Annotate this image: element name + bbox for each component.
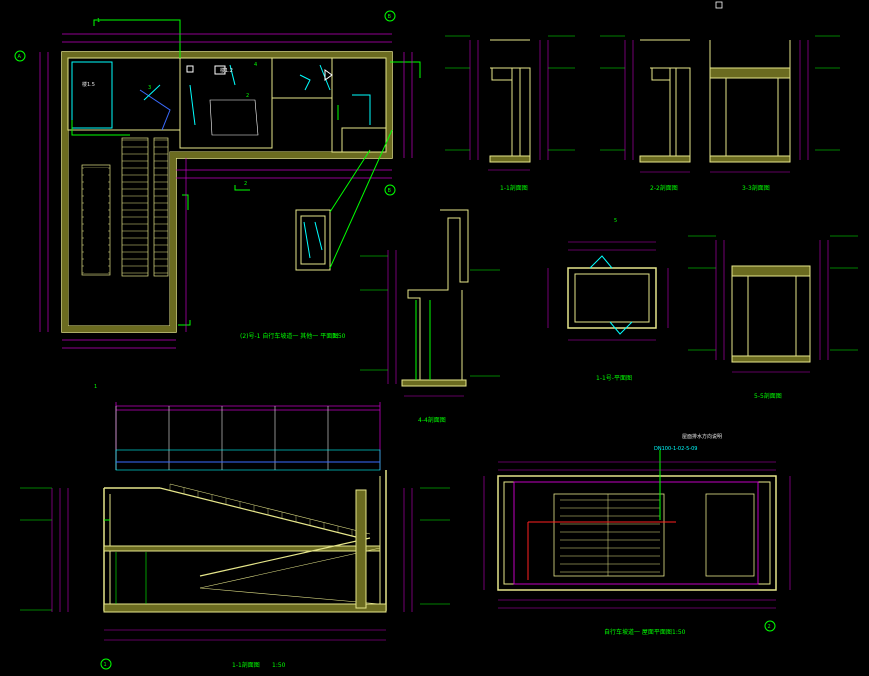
plan-2 bbox=[547, 241, 669, 341]
marker-4: 4 bbox=[254, 62, 257, 68]
bottom-section-elevation bbox=[20, 402, 450, 641]
section-mark-right: 2 bbox=[244, 181, 247, 187]
roof-plan-title: 自行车坡道一 屋面平面图 bbox=[604, 628, 672, 636]
main-floor-plan bbox=[39, 19, 421, 349]
marker-5: 5 bbox=[614, 218, 617, 224]
marker-3: 3 bbox=[148, 85, 151, 91]
room-label-b: 楼1.2 bbox=[220, 67, 233, 74]
section-4-4 bbox=[360, 209, 500, 397]
elevation-scale: 1:50 bbox=[272, 662, 286, 669]
roof-plan bbox=[483, 450, 791, 609]
axis-bubble-left: A bbox=[14, 50, 26, 62]
svg-text:B: B bbox=[388, 188, 392, 194]
plan-title: (2)号-1 自行车坡道一 其他一 平面图 bbox=[240, 332, 338, 340]
axis-bubble-right-bottom: B bbox=[384, 184, 396, 196]
section-4-title: 4-4剖面图 bbox=[418, 416, 446, 424]
axis-bubble-right-top: B bbox=[384, 10, 396, 22]
axis-bubble-bottom-right: 2 bbox=[764, 620, 776, 632]
svg-text:2: 2 bbox=[768, 624, 771, 630]
section-mark-bottom: 1 bbox=[94, 384, 97, 390]
plan-scale: 1:50 bbox=[332, 333, 346, 340]
roof-note-2: DN100-1-02-5-09 bbox=[654, 446, 697, 452]
section-mark-top: 1 bbox=[97, 18, 100, 24]
detail-box bbox=[295, 129, 393, 271]
section-5-5 bbox=[688, 235, 858, 373]
axis-bubble-bottom-left: 1 bbox=[100, 658, 112, 670]
svg-text:A: A bbox=[18, 54, 22, 60]
roof-note: 屋面排水方向说明 bbox=[682, 433, 722, 440]
svg-text:1: 1 bbox=[104, 662, 107, 668]
section-3-3 bbox=[709, 35, 840, 173]
svg-text:B: B bbox=[388, 14, 392, 20]
section-2-2 bbox=[600, 35, 691, 173]
elevation-title: 1-1剖面图 bbox=[232, 661, 260, 669]
viewport-corner-icon bbox=[715, 1, 723, 9]
section-1-title: 1-1剖面图 bbox=[500, 184, 528, 192]
section-3-title: 3-3剖面图 bbox=[742, 184, 770, 192]
roof-plan-scale: 1:50 bbox=[672, 629, 686, 636]
plan-labels: 楼1.5 楼1.2 1 1 2 2 4 3 (2)号-1 自行车坡道一 其他一 … bbox=[82, 18, 346, 390]
room-label-a: 楼1.5 bbox=[82, 81, 95, 88]
plan-2-title: 1-1号-平面图 bbox=[596, 375, 632, 382]
section-mark-left: 2 bbox=[246, 93, 249, 99]
section-1-1 bbox=[445, 35, 575, 171]
section-5-title: 5-5剖面图 bbox=[754, 392, 782, 400]
section-2-title: 2-2剖面图 bbox=[650, 184, 678, 192]
